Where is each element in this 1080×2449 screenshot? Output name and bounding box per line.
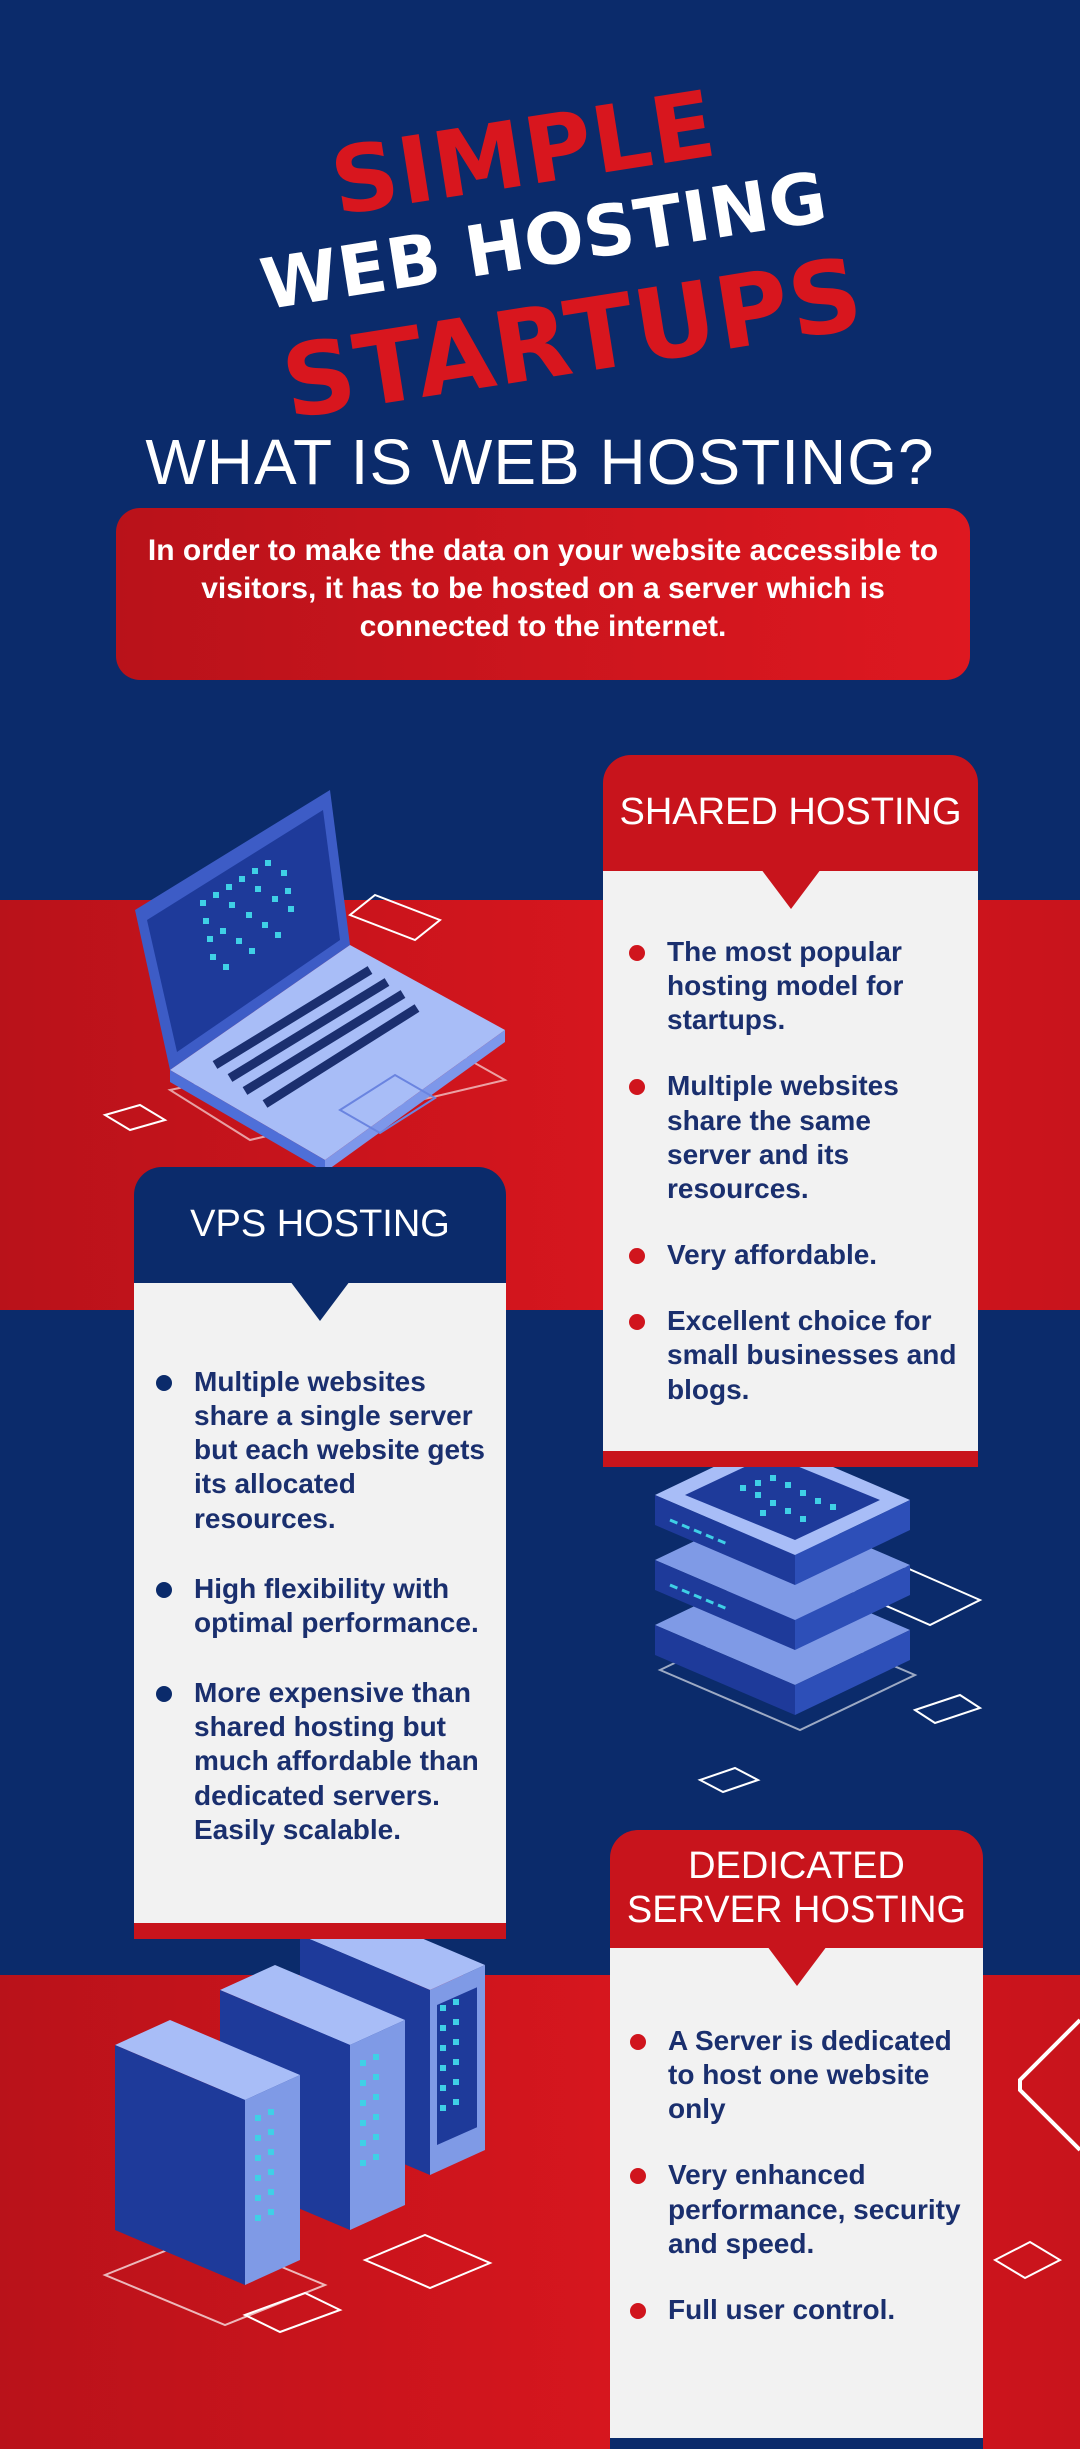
bullet-icon — [156, 1581, 172, 1598]
laptop-illustration — [102, 790, 508, 1172]
bullet-icon — [630, 2034, 646, 2050]
vps-hosting-card: VPS HOSTING Multiple websites share a si… — [134, 1167, 506, 1939]
list-item: Excellent choice for small businesses an… — [629, 1304, 962, 1406]
list-item: A Server is dedicated to host one websit… — [630, 2024, 969, 2126]
vps-hosting-title: VPS HOSTING — [190, 1203, 450, 1245]
section-title: WHAT IS WEB HOSTING? — [145, 426, 935, 498]
list-item: Multiple websites share the same server … — [629, 1069, 962, 1206]
intro-text: In order to make the data on your websit… — [147, 534, 939, 644]
bullet-icon — [156, 1375, 172, 1391]
bullet-icon — [630, 2168, 646, 2185]
server-towers-illustration — [102, 1910, 493, 2334]
server-stack-illustration — [655, 1440, 983, 1794]
vps-hosting-header: VPS HOSTING — [134, 1167, 506, 1321]
dedicated-hosting-title-line2: SERVER HOSTING — [626, 1889, 967, 1932]
bullet-icon — [629, 1314, 645, 1331]
list-item: The most popular hosting model for start… — [629, 935, 962, 1037]
shared-hosting-card: SHARED HOSTING The most popular hosting … — [603, 755, 978, 1467]
card-footer-strip — [603, 1451, 978, 1467]
list-item: Multiple websites share a single server … — [156, 1365, 492, 1536]
list-item: More expensive than shared hosting but m… — [156, 1676, 492, 1847]
bullet-icon — [629, 1248, 645, 1265]
list-item: Full user control. — [630, 2293, 969, 2327]
bullet-icon — [156, 1686, 172, 1703]
header-pointer — [766, 1946, 827, 1986]
list-item: Very affordable. — [629, 1238, 962, 1272]
card-footer-strip — [134, 1923, 506, 1939]
shared-hosting-title: SHARED HOSTING — [619, 791, 962, 833]
dedicated-hosting-title-line1: DEDICATED — [688, 1845, 905, 1887]
list-item: Very enhanced performance, security and … — [630, 2158, 969, 2260]
header-pointer — [290, 1281, 350, 1321]
shared-hosting-header: SHARED HOSTING — [603, 755, 978, 909]
shared-hosting-body: The most popular hosting model for start… — [603, 871, 978, 1451]
bullet-icon — [630, 2302, 646, 2319]
decorative-outline — [992, 2018, 1080, 2280]
card-footer-strip — [610, 2438, 983, 2449]
intro-box: In order to make the data on your websit… — [116, 508, 970, 680]
dedicated-hosting-card: DEDICATED SERVER HOSTING A Server is ded… — [610, 1830, 983, 2449]
dedicated-hosting-header: DEDICATED SERVER HOSTING — [610, 1830, 983, 1986]
bullet-icon — [629, 945, 645, 961]
vps-hosting-body: Multiple websites share a single server … — [134, 1283, 506, 1923]
header-pointer — [760, 869, 821, 909]
bullet-icon — [629, 1079, 645, 1096]
headline: SIMPLE WEB HOSTING STARTUPS — [0, 60, 1080, 442]
dedicated-hosting-body: A Server is dedicated to host one websit… — [610, 1948, 983, 2438]
list-item: High flexibility with optimal performanc… — [156, 1572, 492, 1640]
